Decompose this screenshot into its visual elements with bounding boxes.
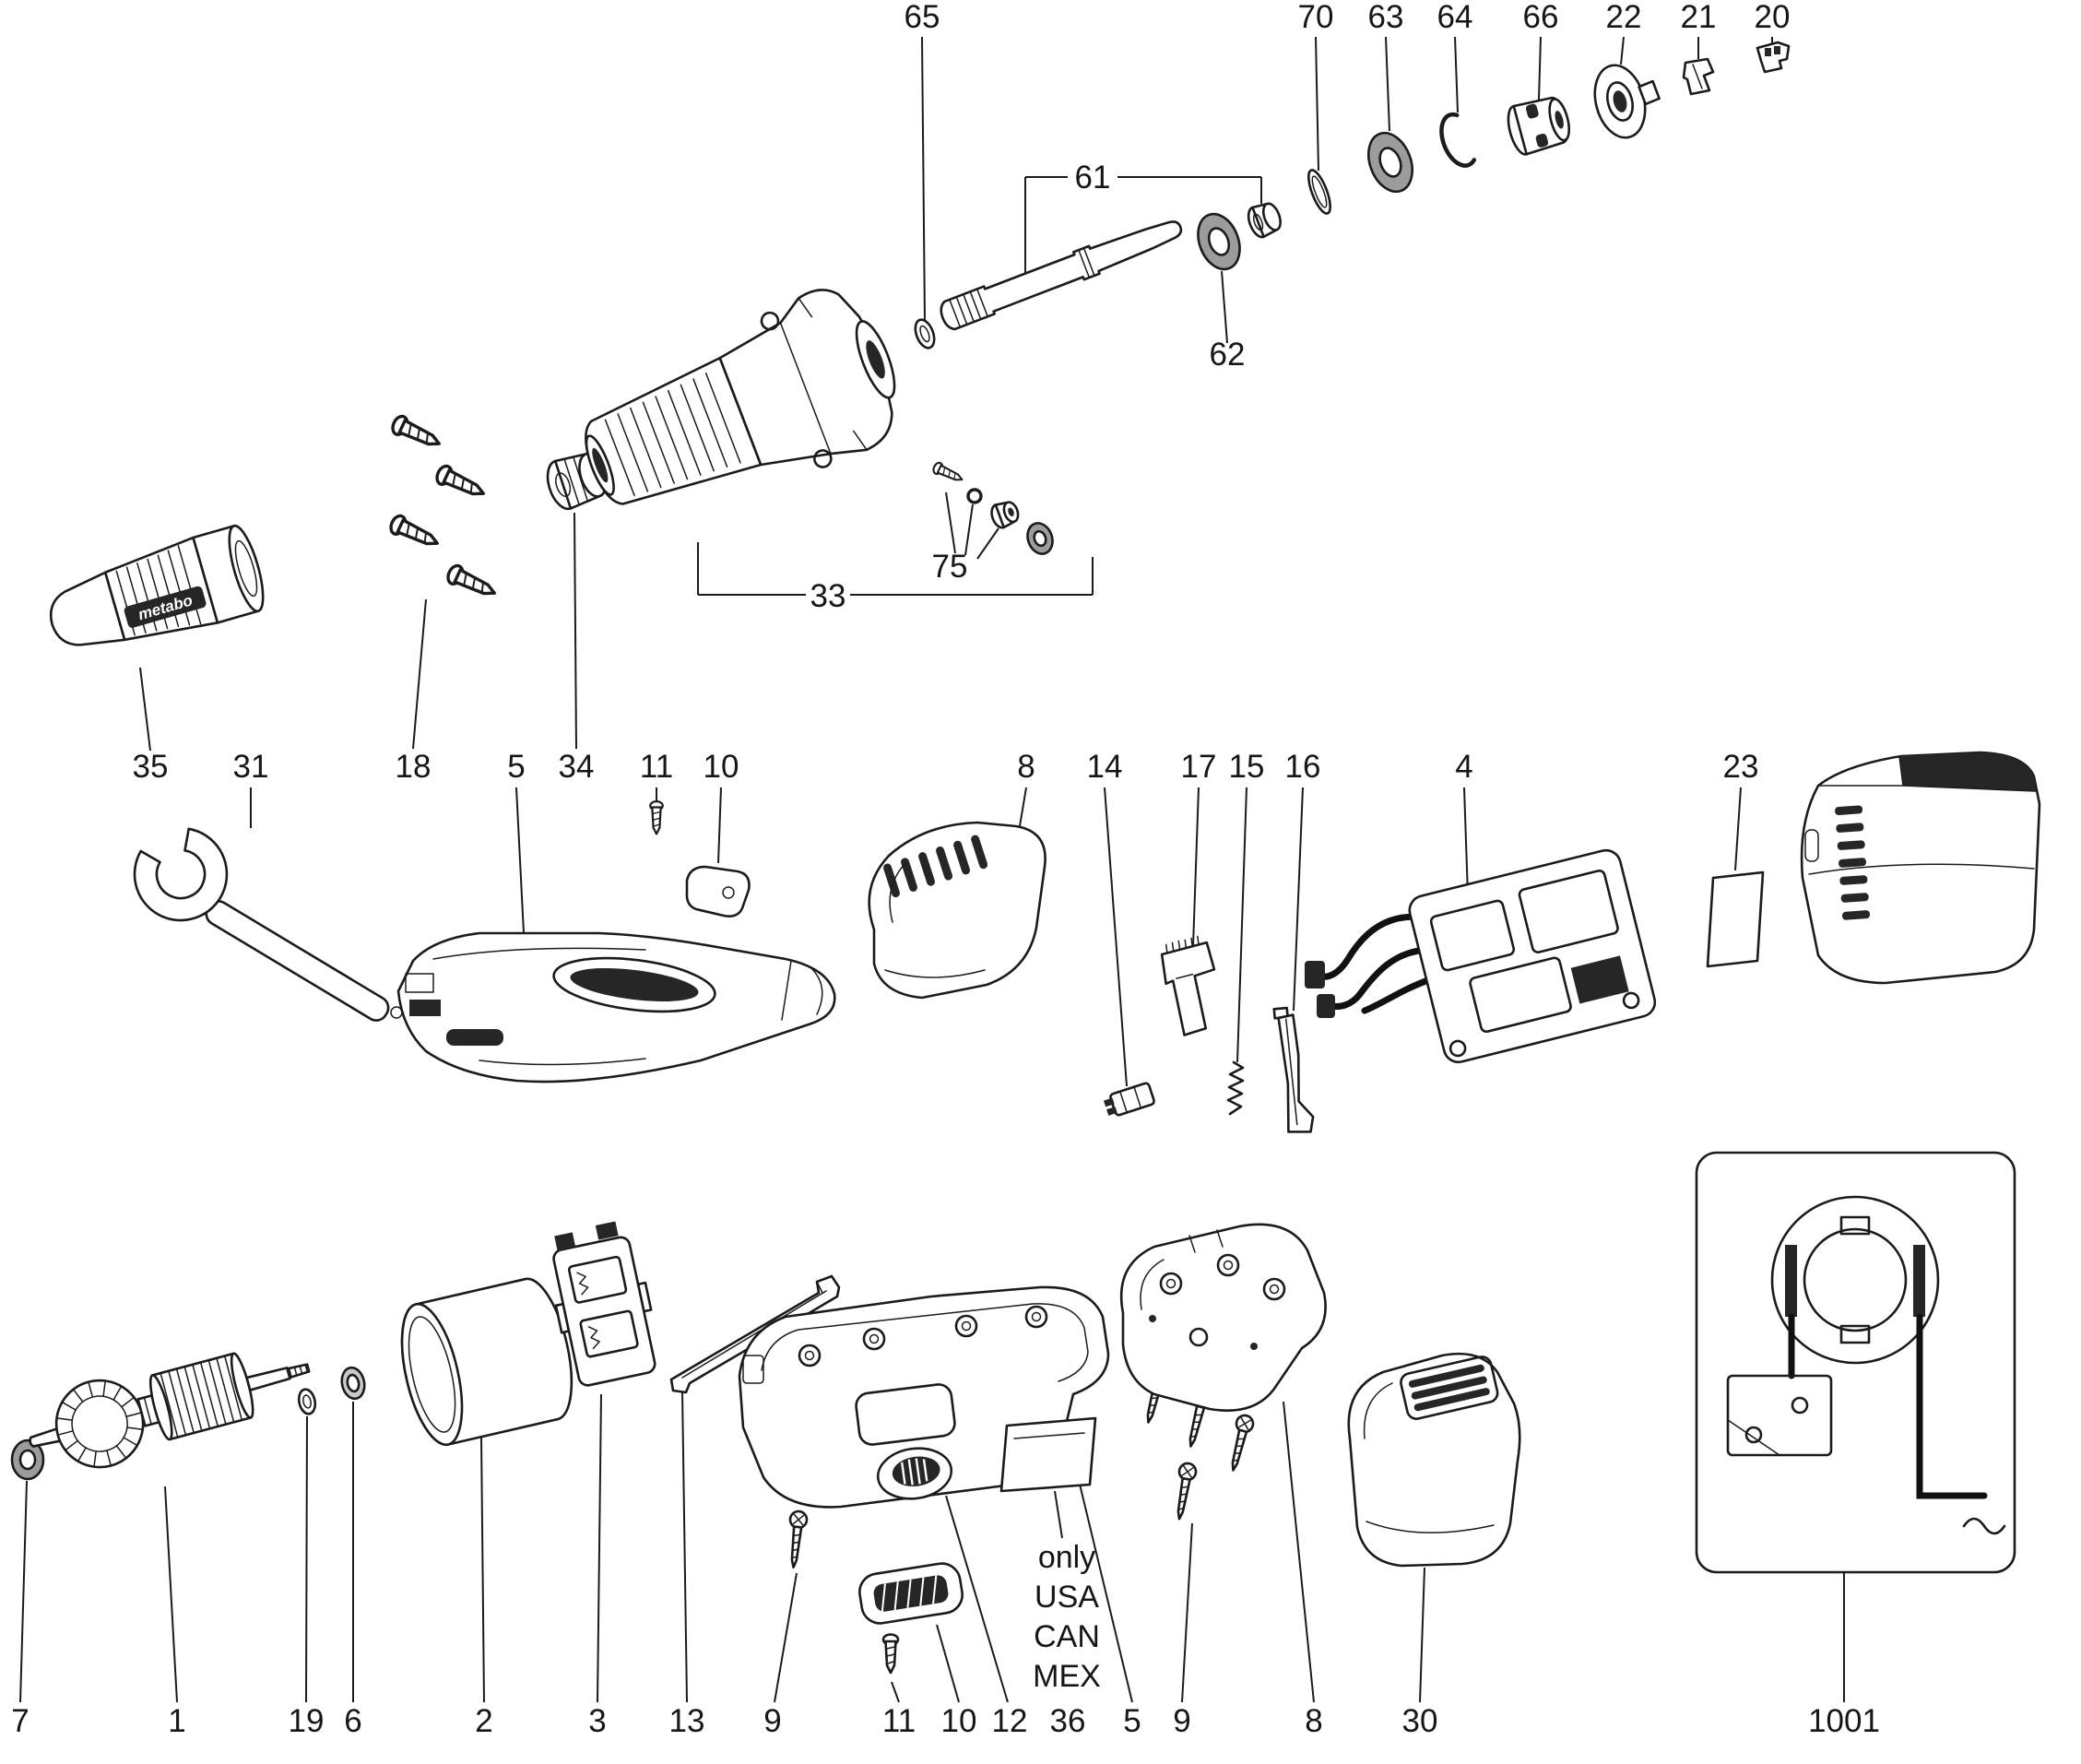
region-note-line-2: USA xyxy=(1035,1580,1099,1615)
part-75-set-drawing xyxy=(930,460,1054,555)
part-13-slider-drawing xyxy=(669,1274,841,1394)
callout-3: 3 xyxy=(588,1703,606,1739)
callout-18: 18 xyxy=(396,749,432,785)
callout-1: 1 xyxy=(168,1703,185,1739)
part-22-flange-nut-drawing xyxy=(1593,64,1661,139)
part-10-plate-bottom-drawing xyxy=(858,1562,964,1625)
part-64-retaining-ring-drawing xyxy=(1439,112,1477,168)
part-4-electronics-drawing xyxy=(1305,848,1657,1064)
part-3-brush-holder-drawing xyxy=(552,1221,656,1387)
callout-9-right: 9 xyxy=(1173,1703,1190,1739)
part-14-switch-block-drawing xyxy=(1103,1082,1155,1117)
callout-8-bottom: 8 xyxy=(1305,1703,1322,1739)
callout-64: 64 xyxy=(1437,0,1473,35)
part-61-spacer-sleeve-drawing xyxy=(1247,202,1282,239)
part-5-housing-top-drawing xyxy=(396,931,836,1083)
part-7-bearing-drawing xyxy=(10,1438,45,1481)
callout-63: 63 xyxy=(1368,0,1404,35)
part-21-clip-drawing xyxy=(1682,57,1715,96)
callout-16: 16 xyxy=(1285,749,1321,785)
callout-65: 65 xyxy=(905,0,940,35)
part-10-cover-plate-drawing xyxy=(685,865,751,918)
callout-34: 34 xyxy=(559,749,595,785)
region-note-line-4: MEX xyxy=(1033,1659,1101,1694)
callout-15: 15 xyxy=(1229,749,1265,785)
callout-labels: 65 70 63 64 66 22 21 20 61 62 75 33 35 3… xyxy=(11,0,1880,1739)
part-63-bearing-drawing xyxy=(1366,131,1414,194)
callout-8-mid: 8 xyxy=(1017,749,1035,785)
callout-33: 33 xyxy=(810,578,846,614)
part-8-housing-rear-drawing xyxy=(1119,1223,1327,1412)
callout-12: 12 xyxy=(992,1703,1028,1739)
callout-36: 36 xyxy=(1050,1703,1086,1739)
callout-5-bottom: 5 xyxy=(1123,1703,1141,1739)
region-note-line-1: only xyxy=(1038,1540,1095,1575)
callout-75: 75 xyxy=(932,549,968,585)
part-36-region-sticker-drawing xyxy=(999,1416,1097,1493)
region-note: only USA CAN MEX xyxy=(1033,1540,1101,1694)
part-35-front-cone-drawing: metabo xyxy=(49,524,265,646)
callout-19: 19 xyxy=(289,1703,325,1739)
part-61-spindle-drawing xyxy=(940,220,1183,331)
callout-62: 62 xyxy=(1210,337,1246,373)
callout-21: 21 xyxy=(1681,0,1717,35)
callout-17: 17 xyxy=(1181,749,1217,785)
part-18-screws-drawing xyxy=(386,412,501,604)
leader-lines xyxy=(19,36,1845,1703)
callout-20: 20 xyxy=(1755,0,1791,35)
part-30-end-cover-drawing xyxy=(1347,1352,1521,1568)
part-15-spring-drawing xyxy=(1226,1060,1245,1116)
part-12-switch-knob-drawing xyxy=(876,1447,953,1500)
part-23-label-drawing xyxy=(1706,870,1765,968)
part-11-screw-bottom-drawing xyxy=(881,1633,900,1675)
part-1-armature-drawing xyxy=(29,1352,311,1469)
callout-10-bottom: 10 xyxy=(941,1703,977,1739)
callout-9-left: 9 xyxy=(763,1703,781,1739)
part-34-collet-nut-drawing xyxy=(546,452,608,511)
callout-31: 31 xyxy=(233,749,269,785)
callout-22: 22 xyxy=(1606,0,1642,35)
callout-35: 35 xyxy=(133,749,169,785)
part-8-motor-cover-drawing xyxy=(868,821,1046,1000)
part-1001-wiring-diagram-drawing xyxy=(1695,1151,2016,1574)
callout-61: 61 xyxy=(1075,160,1111,195)
callout-10-mid: 10 xyxy=(704,749,739,785)
callout-7: 7 xyxy=(11,1703,29,1739)
callout-5-top: 5 xyxy=(507,749,525,785)
part-6-ring-drawing xyxy=(340,1366,366,1401)
part-62-bearing-drawing xyxy=(1197,212,1241,271)
callout-6: 6 xyxy=(344,1703,361,1739)
callout-30: 30 xyxy=(1402,1703,1438,1739)
callout-13: 13 xyxy=(669,1703,705,1739)
callout-1001: 1001 xyxy=(1808,1703,1880,1739)
part-19-washer-drawing xyxy=(297,1388,317,1415)
callout-66: 66 xyxy=(1523,0,1559,35)
part-31-wrench-drawing xyxy=(133,827,403,1022)
callout-2: 2 xyxy=(475,1703,492,1739)
part-70-washer-drawing xyxy=(1307,169,1331,215)
part-17-clip-drawing xyxy=(1160,935,1216,1036)
part-65-spacer-ring-drawing xyxy=(914,318,936,349)
callout-11-bottom: 11 xyxy=(882,1703,916,1739)
part-33-gear-head-drawing xyxy=(585,289,896,505)
callout-14: 14 xyxy=(1087,749,1123,785)
region-note-line-3: CAN xyxy=(1034,1619,1100,1654)
part-11-screw-mid-drawing xyxy=(649,800,664,835)
battery-pack-drawing xyxy=(1800,751,2041,985)
callout-23: 23 xyxy=(1723,749,1759,785)
part-16-lever-drawing xyxy=(1272,1006,1315,1133)
part-2-sleeve-drawing xyxy=(400,1277,573,1447)
callout-11-mid: 11 xyxy=(640,749,673,785)
callout-70: 70 xyxy=(1298,0,1334,35)
callout-4: 4 xyxy=(1455,749,1472,785)
part-66-coupling-drawing xyxy=(1507,96,1571,156)
part-20-clip-drawing xyxy=(1756,41,1791,74)
